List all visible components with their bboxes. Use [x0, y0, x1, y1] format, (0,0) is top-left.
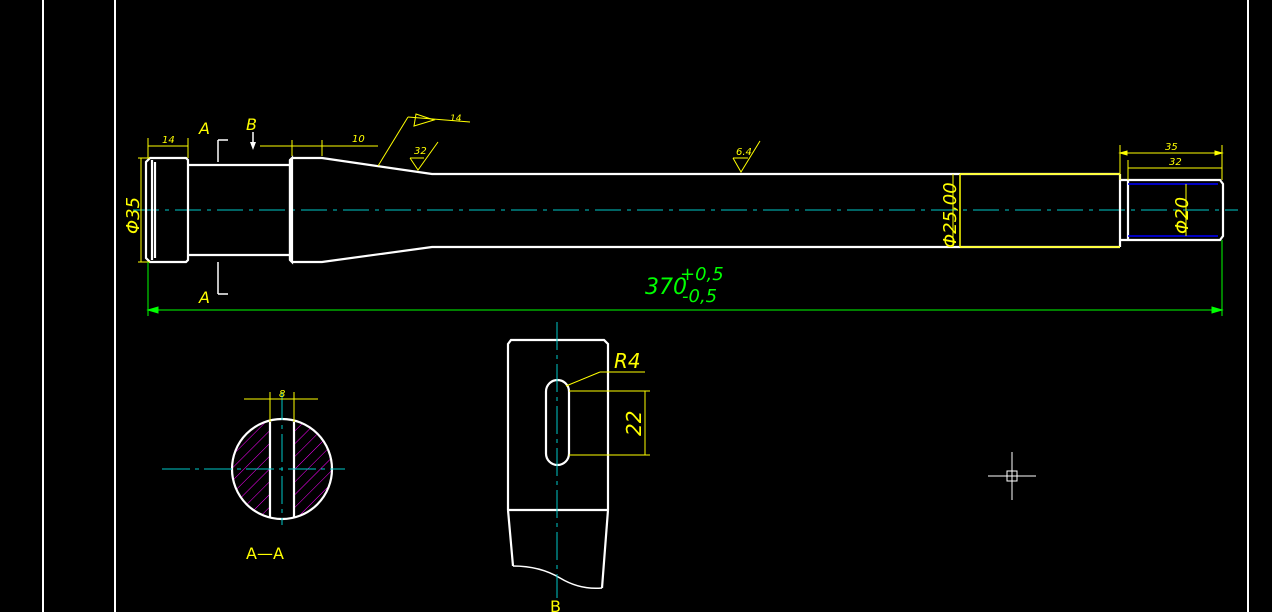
detail-view-b: R4 22 B — [506, 322, 650, 612]
dim-overall-arrow-left — [146, 306, 159, 314]
section-a-bottom-label: A — [198, 288, 210, 307]
roughness-leader-value: 14 — [450, 114, 462, 124]
left-collar — [144, 156, 190, 264]
dim-collar-dia-text: Φ35 — [123, 197, 144, 234]
roughness-body-value: 6.4 — [736, 147, 752, 158]
shaft-outline — [144, 155, 1225, 265]
roughness-cone-value: 32 — [414, 146, 427, 157]
dim-radius-leader — [565, 371, 601, 387]
dim-thread-arrow-2 — [1214, 150, 1224, 156]
section-title: A—A — [246, 544, 284, 563]
thread-outline — [1120, 178, 1225, 242]
section-view-a-a: 8 A—A — [162, 389, 345, 563]
roughness-leader-triangle — [413, 113, 436, 127]
roughness-leader-symbol — [377, 113, 471, 167]
cone-top-edge — [292, 156, 1120, 176]
dim-thread-inner-text: 32 — [1169, 157, 1182, 168]
dim-chamfer-text: 10 — [352, 134, 365, 145]
roughness-body-check — [732, 140, 761, 173]
dim-slot-width-text: 8 — [279, 389, 285, 400]
section-a-markers — [217, 139, 228, 295]
roughness-cone-symbol — [409, 141, 439, 171]
dim-detail — [565, 371, 650, 456]
dim-overall-length — [146, 240, 1224, 316]
dim-overall-arrow-right — [1211, 306, 1224, 314]
dim-body-dia-text: Φ25,00 — [940, 182, 961, 248]
dim-slot-length-text: 22 — [622, 411, 646, 436]
dim-collar-width — [147, 138, 189, 158]
drawing-frame — [42, 0, 1249, 612]
dim-thread-lengths — [1118, 145, 1224, 180]
dim-radius-text: R4 — [614, 349, 641, 373]
dim-overall-tol-upper: +0,5 — [680, 264, 724, 285]
roughness-leader-line — [377, 116, 409, 167]
dim-chamfer — [260, 140, 378, 156]
dim-overall-value: 370 — [645, 275, 687, 300]
roughness-leader-shelf — [407, 116, 471, 123]
roughness-body-symbol — [732, 140, 761, 173]
dim-thread-arrow-1 — [1118, 150, 1128, 156]
section-a-top-label: A — [198, 119, 210, 138]
dim-collar-width-text: 14 — [162, 135, 175, 146]
detail-body — [506, 338, 610, 510]
cone-bottom-edge — [292, 245, 1120, 264]
dim-thread-dia-text: Φ20 — [1172, 197, 1193, 234]
roughness-cone-check — [409, 141, 439, 171]
detail-outline — [506, 338, 610, 590]
dim-slot-width — [244, 392, 318, 422]
detail-tapered-sides — [506, 509, 610, 589]
main-shaft-view: A A B 14 10 Φ35 Φ25,00 — [123, 113, 1238, 316]
ground-region — [959, 173, 1120, 248]
crosshair-cursor — [988, 452, 1036, 500]
dim-thread-outer-text: 35 — [1165, 142, 1178, 153]
detail-break-curve — [512, 565, 603, 590]
view-b-label: B — [246, 115, 257, 134]
detail-label: B — [550, 597, 561, 612]
view-b-arrow-head — [250, 142, 256, 150]
crosshair-pickbox — [1006, 470, 1018, 482]
dim-overall-tol-lower: -0,5 — [682, 286, 717, 307]
